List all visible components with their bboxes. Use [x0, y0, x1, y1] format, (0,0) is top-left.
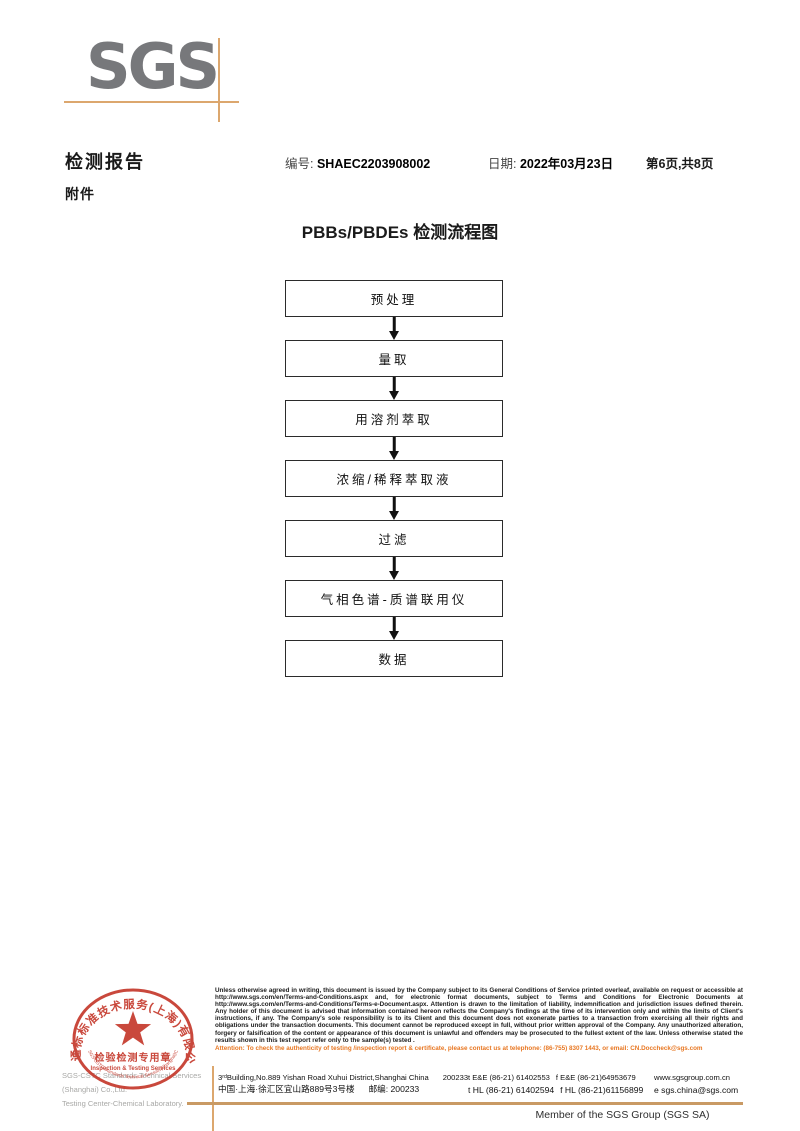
sgs-logo: SGS [86, 30, 220, 103]
report-title: 检测报告 [65, 152, 145, 172]
postcode-cn: 邮编: 200233 [368, 1084, 420, 1094]
flowchart-title: PBBs/PBDEs 检测流程图 [301, 223, 499, 242]
flow-step-measure: 量取 [285, 340, 503, 377]
arrow-down-icon [285, 317, 503, 340]
company-name-lines: SGS-CSTC Standards Technical Services (S… [62, 1069, 227, 1111]
page-indicator: 第6页,共8页 [646, 157, 714, 171]
arrow-down-icon [285, 437, 503, 460]
address-cn-text: 中国·上海·徐汇区宜山路889号3号楼 [218, 1084, 355, 1094]
flow-step-pretreatment: 预处理 [285, 280, 503, 317]
tel-hl: t HL (86-21) 61402594 [468, 1085, 555, 1095]
logo-crosshair-horizontal [64, 101, 239, 103]
fax-ee: f E&E (86-21)64953679 [555, 1073, 636, 1082]
arrow-down-icon [285, 557, 503, 580]
address-block: 3ʳᵈBuilding,No.889 Yishan Road Xuhui Dis… [218, 1069, 745, 1095]
phone-fax-row2: t HL (86-21) 61402594 f HL (86-21)611568… [468, 1085, 654, 1095]
footer-crosshair-vertical [212, 1066, 214, 1131]
flow-step-data: 数据 [285, 640, 503, 677]
legal-fineprint: Unless otherwise agreed in writing, this… [215, 987, 743, 1052]
flow-step-filter: 过滤 [285, 520, 503, 557]
stamp-center-text: 检验检测专用章 [95, 1051, 172, 1064]
sgs-member-line: Member of the SGS Group (SGS SA) [535, 1109, 710, 1121]
report-number-value: SHAEC2203908002 [316, 157, 431, 171]
footer-separator-line [187, 1102, 743, 1105]
address-cn: 中国·上海·徐汇区宜山路889号3号楼 邮编: 200233 [218, 1083, 468, 1095]
arrow-down-icon [285, 497, 503, 520]
report-number-label: 编号: [285, 157, 314, 171]
stamp-center-text-en: Inspection & Testing Services [91, 1066, 177, 1072]
email: e sgs.china@sgs.com [654, 1085, 739, 1095]
postcode-en: 200233 [442, 1073, 469, 1082]
company-lab-name: Testing Center-Chemical Laboratory. [62, 1099, 184, 1108]
stamp-ring [72, 988, 194, 1090]
address-en-text: 3ʳᵈBuilding,No.889 Yishan Road Xuhui Dis… [218, 1073, 429, 1082]
report-number: 编号: SHAEC2203908002 [285, 153, 430, 172]
fax-hl: f HL (86-21)61156899 [560, 1085, 644, 1095]
flow-step-gcms: 气相色谱-质谱联用仪 [285, 580, 503, 617]
report-date-value: 2022年03月23日 [519, 157, 614, 171]
report-date-label: 日期: [488, 157, 517, 171]
inspection-stamp: 通标标准技术服务(上海)有限公司 检验检测专用章 Inspection & Te… [70, 987, 196, 1090]
arrow-down-icon [285, 617, 503, 640]
company-name-en: SGS-CSTC Standards Technical Services (S… [62, 1071, 202, 1094]
disclaimer-text: Unless otherwise agreed in writing, this… [215, 987, 743, 1044]
flow-step-concentrate-dilute: 浓缩/稀释萃取液 [285, 460, 503, 497]
address-row-en: 3ʳᵈBuilding,No.889 Yishan Road Xuhui Dis… [218, 1069, 745, 1082]
flowchart: 预处理 量取 用溶剂萃取 浓缩/稀释萃取液 过滤 气相色谱-质谱联用仪 数据 [285, 280, 503, 677]
attention-text: Attention: To check the authenticity of … [215, 1044, 703, 1052]
report-date: 日期: 2022年03月23日 [488, 153, 613, 172]
website: www.sgsgroup.com.cn [654, 1073, 730, 1082]
address-en: 3ʳᵈBuilding,No.889 Yishan Road Xuhui Dis… [218, 1073, 468, 1082]
tel-ee: t E&E (86-21) 61402553 [468, 1073, 550, 1082]
flow-step-solvent-extraction: 用溶剂萃取 [285, 400, 503, 437]
address-row-cn: 中国·上海·徐汇区宜山路889号3号楼 邮编: 200233 t HL (86-… [218, 1082, 745, 1095]
phone-fax-row1: t E&E (86-21) 61402553 f E&E (86-21)6495… [468, 1073, 654, 1082]
logo-crosshair-vertical [218, 38, 220, 122]
arrow-down-icon [285, 377, 503, 400]
star-icon [114, 1011, 152, 1046]
attachment-label: 附件 [65, 186, 95, 202]
